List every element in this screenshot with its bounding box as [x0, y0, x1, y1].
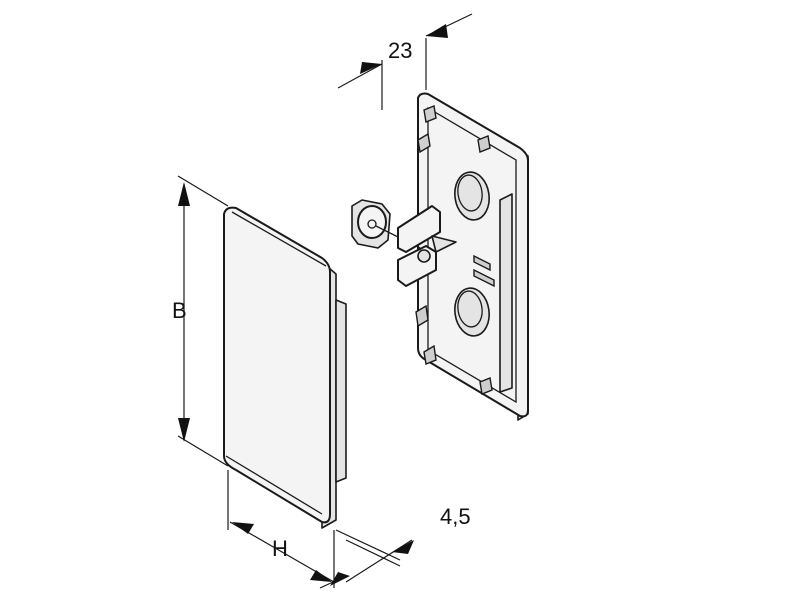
dimension-depth: H: [227, 470, 335, 588]
dimension-height: B: [172, 175, 229, 467]
clamp-assembly: [351, 199, 457, 287]
width-label: 23: [388, 38, 412, 63]
rear-mounting-plate: [415, 92, 529, 421]
front-cover-plate: [223, 206, 347, 529]
dimension-width: 23: [337, 13, 473, 110]
thickness-label: 4,5: [440, 504, 471, 529]
dimension-thickness: 4,5: [319, 504, 471, 589]
height-label: B: [172, 298, 187, 323]
depth-label: H: [272, 536, 288, 561]
